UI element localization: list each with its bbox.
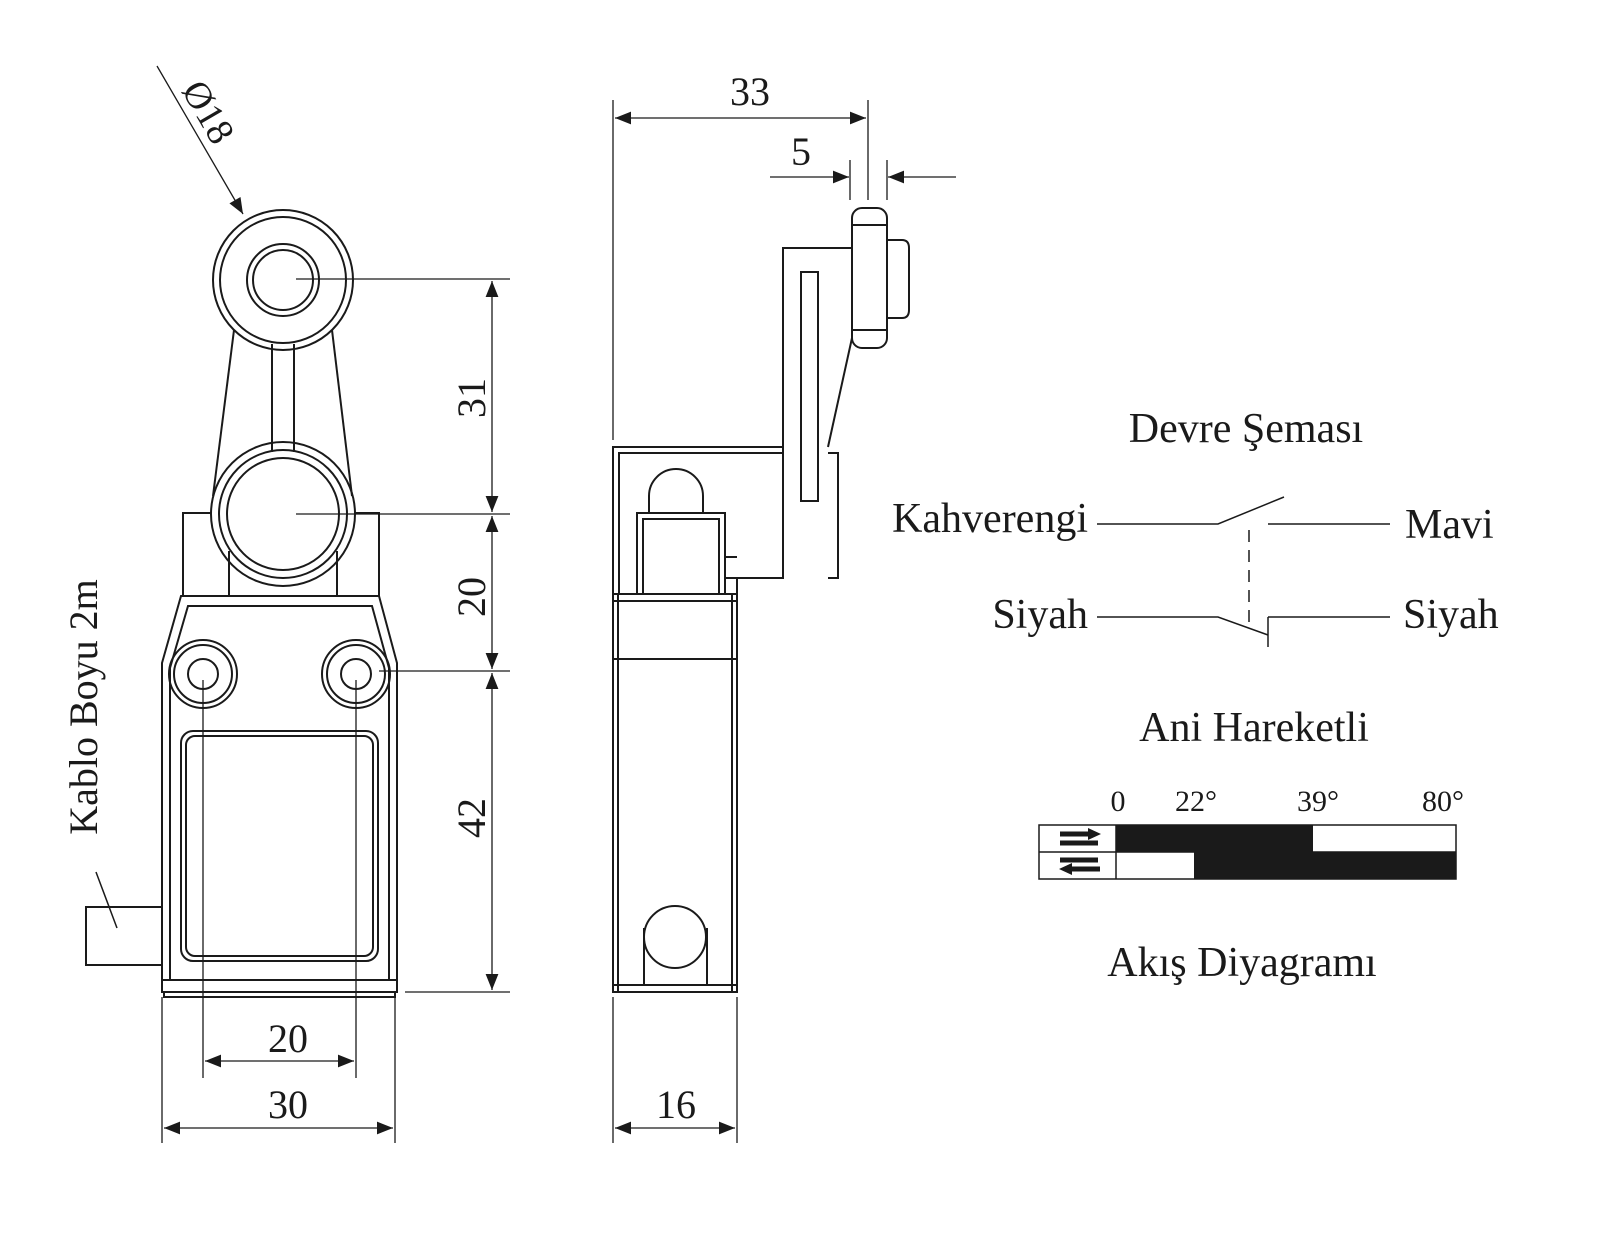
return-arrow-icon bbox=[1059, 857, 1100, 875]
side-roller bbox=[851, 207, 910, 349]
dim-head-height: 20 bbox=[449, 577, 494, 617]
no-left-label: Siyah bbox=[992, 592, 1088, 638]
side-body bbox=[612, 593, 738, 993]
cable-length-label: Kablo Boyu 2m bbox=[61, 579, 106, 835]
circuit-diagram: Devre Şeması Kahverengi Mavi Siyah Siyah bbox=[892, 406, 1499, 647]
nc-contact bbox=[1097, 496, 1285, 525]
diameter-leader bbox=[156, 65, 244, 215]
flow-title: Akış Diyagramı bbox=[1107, 940, 1376, 986]
no-right-label: Siyah bbox=[1403, 592, 1499, 638]
nc-right-label: Mavi bbox=[1405, 502, 1494, 548]
dim-hole-spacing: 20 bbox=[268, 1016, 308, 1061]
side-head bbox=[612, 446, 784, 594]
head-block bbox=[182, 512, 380, 596]
action-label: Ani Hareketli bbox=[1139, 705, 1369, 751]
dim-body-height: 42 bbox=[449, 798, 494, 838]
side-dimensions: 33 5 16 bbox=[612, 69, 956, 1143]
side-view bbox=[612, 207, 910, 993]
dim-roller-width: 5 bbox=[791, 129, 811, 174]
switch-body bbox=[161, 595, 398, 998]
lever-arm bbox=[212, 329, 353, 497]
front-dimensions: Ø18 31 20 42 20 30 Kablo Boyu 2m bbox=[61, 65, 510, 1143]
cable-stub bbox=[85, 871, 162, 966]
side-shaft-boss bbox=[828, 452, 839, 579]
forward-closed-bar bbox=[1116, 825, 1313, 852]
dim-side-depth: 16 bbox=[656, 1082, 696, 1127]
dim-lever-length: 31 bbox=[449, 378, 494, 418]
angle-label-22: 22° bbox=[1175, 785, 1217, 818]
return-closed-bar bbox=[1194, 852, 1456, 879]
dim-roller-diameter: Ø18 bbox=[173, 74, 242, 152]
flow-diagram: Ani Hareketli 0 22° 39° 80° Akış Diyagra… bbox=[1038, 705, 1464, 986]
angle-label-39: 39° bbox=[1297, 785, 1339, 818]
circuit-title: Devre Şeması bbox=[1129, 406, 1363, 452]
dim-body-width: 30 bbox=[268, 1082, 308, 1127]
no-contact bbox=[1097, 616, 1269, 636]
roller bbox=[212, 209, 354, 351]
dim-total-reach: 33 bbox=[730, 69, 770, 114]
forward-arrow-icon bbox=[1060, 828, 1101, 846]
side-lever bbox=[782, 247, 853, 502]
angle-label-0: 0 bbox=[1111, 785, 1126, 818]
nc-left-label: Kahverengi bbox=[892, 496, 1088, 542]
angle-label-80: 80° bbox=[1422, 785, 1464, 818]
front-view bbox=[85, 209, 398, 998]
